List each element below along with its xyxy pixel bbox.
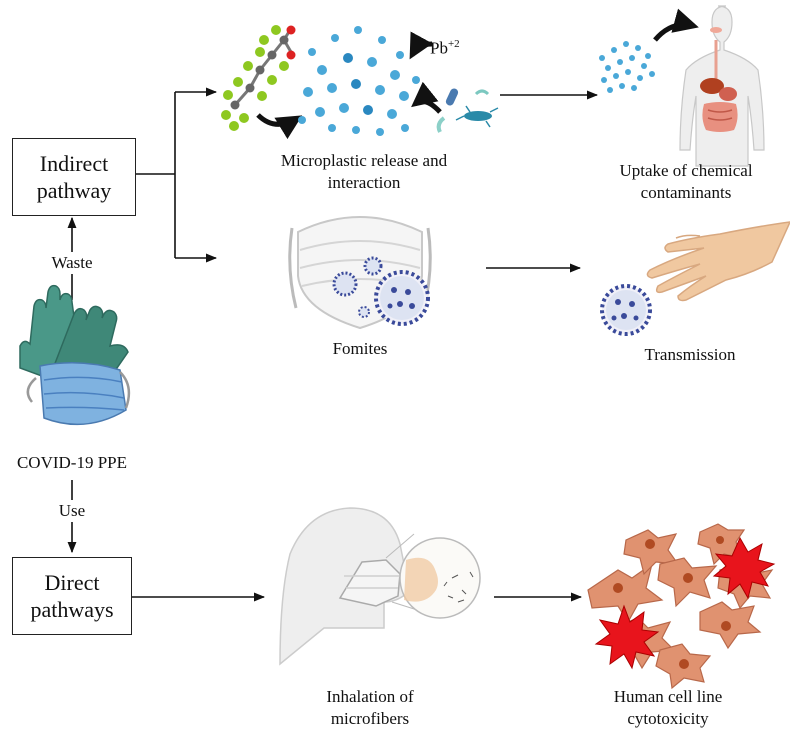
direct-pathways-label: Direct pathways xyxy=(30,570,114,622)
inhalation-caption: Inhalation of microfibers xyxy=(326,687,414,728)
ion-base: Pb xyxy=(430,38,448,58)
direct-pathways-box: Direct pathways xyxy=(12,557,132,635)
ppe-label: COVID-19 PPE xyxy=(16,453,128,472)
indirect-pathway-label: Indirect pathway xyxy=(36,151,112,203)
cytotoxicity-caption: Human cell line cytotoxicity xyxy=(613,687,723,728)
microplastic-caption: Microplastic release and interaction xyxy=(280,151,448,192)
indirect-pathway-box: Indirect pathway xyxy=(12,138,136,216)
waste-label: Waste xyxy=(40,252,104,274)
lead-ion-label: Pb+2 xyxy=(430,33,480,60)
transmission-caption: Transmission xyxy=(644,345,736,364)
uptake-caption: Uptake of chemical contaminants xyxy=(619,161,753,202)
fomites-caption: Fomites xyxy=(332,339,388,358)
use-label: Use xyxy=(48,500,96,522)
indirect-branch-arrows xyxy=(136,87,218,263)
ion-charge: +2 xyxy=(447,38,460,50)
